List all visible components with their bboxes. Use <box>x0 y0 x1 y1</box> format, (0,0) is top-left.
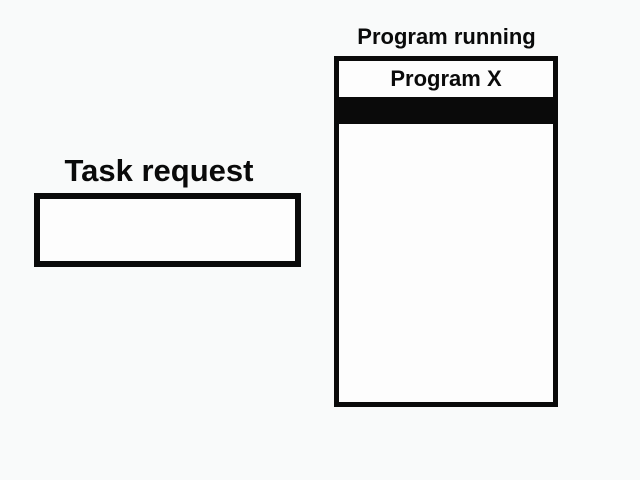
program-header-label: Program X <box>390 66 502 91</box>
program-running-label: Program running <box>357 24 536 49</box>
program-body <box>339 124 553 402</box>
highlighted-row-bar <box>339 97 553 124</box>
task-request-label: Task request <box>64 153 254 188</box>
program-box: Program X <box>334 56 558 407</box>
program-header: Program X <box>339 61 553 97</box>
task-request-box <box>34 193 301 267</box>
